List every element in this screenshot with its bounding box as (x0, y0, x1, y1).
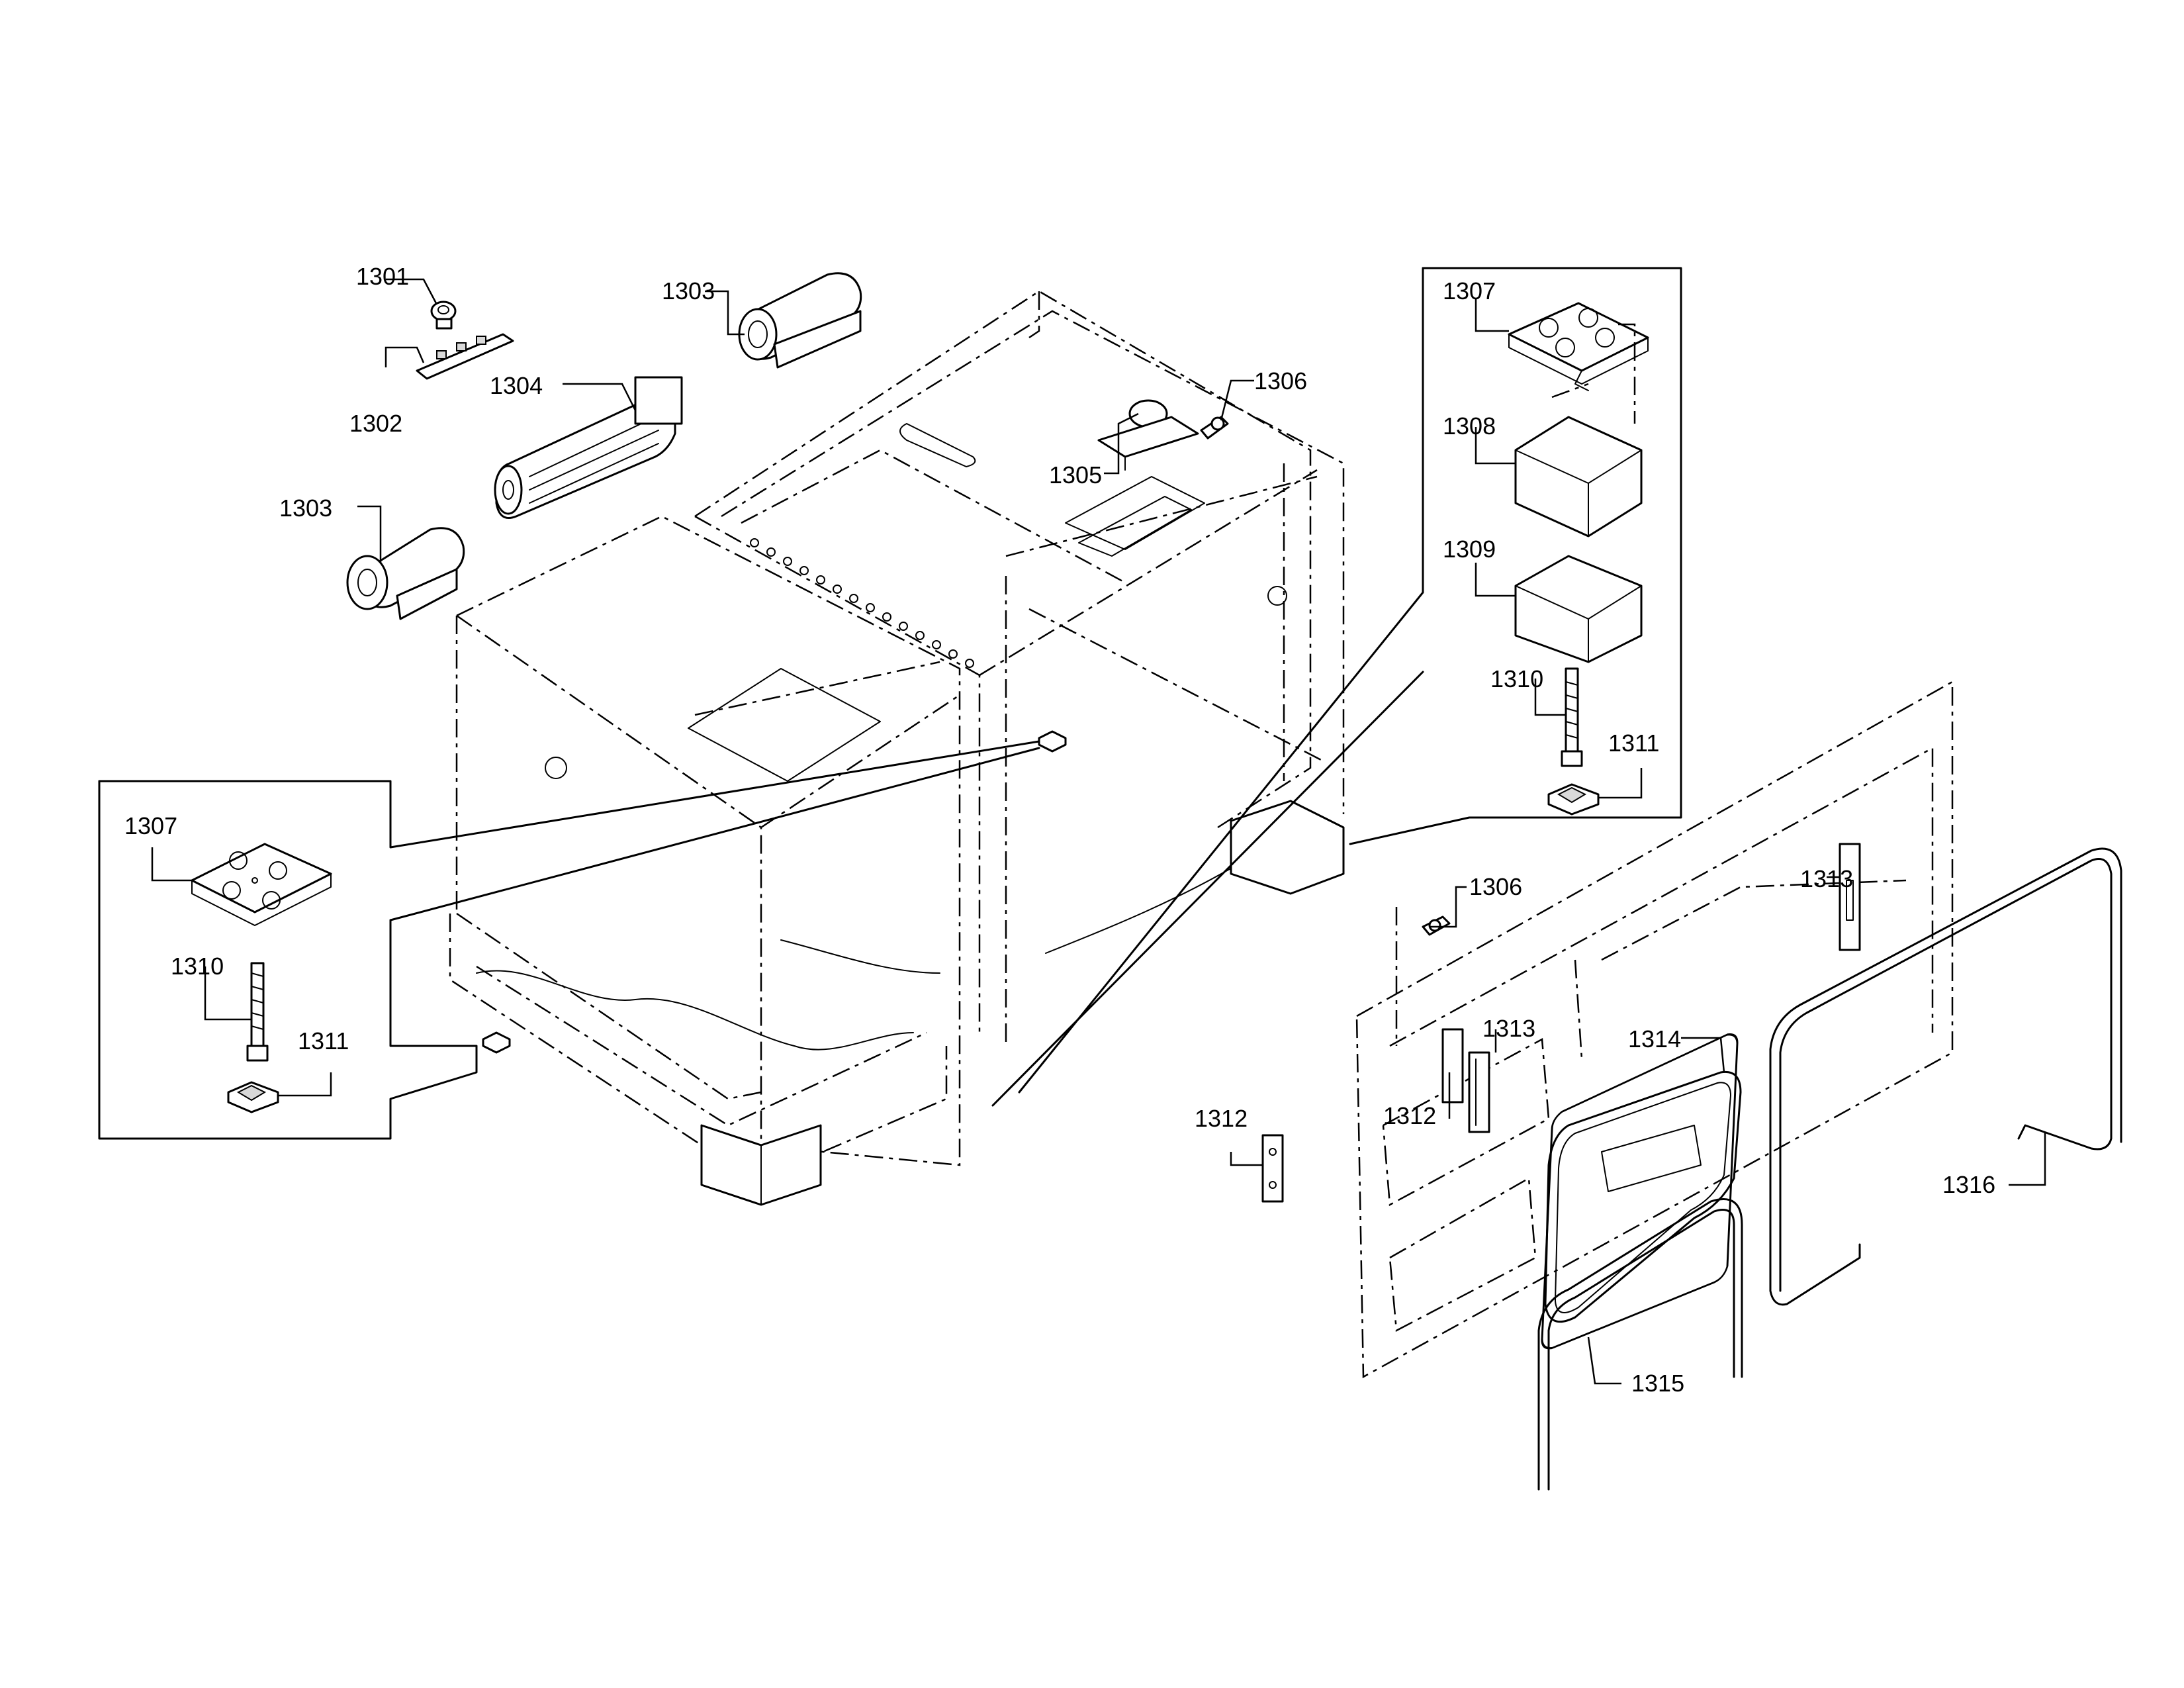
label-1304: 1304 (490, 372, 543, 399)
label-1309: 1309 (1443, 536, 1496, 563)
label-1302: 1302 (349, 410, 402, 437)
part-1306-top-drawing (1200, 416, 1229, 440)
door-panel (1355, 680, 1954, 1379)
label-1303-top: 1303 (662, 277, 715, 305)
vent-holes (750, 538, 974, 668)
label-1316: 1316 (1942, 1171, 1995, 1198)
label-1315: 1315 (1631, 1370, 1684, 1397)
label-1311-left: 1311 (298, 1027, 349, 1055)
label-1312-panel: 1312 (1383, 1102, 1436, 1129)
label-1313-panel: 1313 (1482, 1015, 1535, 1042)
label-1307-left: 1307 (124, 812, 177, 839)
label-1306-top: 1306 (1254, 367, 1307, 395)
part-1303-top-drawing (738, 272, 862, 369)
label-1303-left: 1303 (279, 494, 332, 522)
part-1312-loose-drawing (1261, 1134, 1284, 1203)
part-1316-frame-drawing (1769, 847, 2122, 1306)
oven-housing (449, 290, 1345, 1206)
label-1308: 1308 (1443, 412, 1496, 440)
label-1310-right: 1310 (1490, 665, 1543, 692)
part-labels: 1301 1302 1303 1303 1304 1305 1306 1306 … (124, 263, 1995, 1397)
label-1314: 1314 (1628, 1025, 1681, 1053)
label-1301: 1301 (356, 263, 409, 290)
label-1312-loose: 1312 (1195, 1105, 1248, 1132)
leader-lines (151, 278, 2046, 1385)
part-1315-rack-drawing (1537, 1198, 1743, 1491)
leveler-foot-front (482, 1031, 511, 1054)
part-1304-drawing (494, 376, 683, 519)
part-1314-gasket-drawing (1541, 1033, 1739, 1350)
foot-block-front (700, 1124, 822, 1206)
part-1302-drawing (416, 333, 514, 380)
leveler-foot-rear (1038, 730, 1067, 753)
label-1305: 1305 (1049, 461, 1102, 489)
label-1311-right: 1311 (1608, 729, 1659, 757)
leveler-detail-inset-left (98, 740, 1040, 1140)
leveler-detail-inset-right (991, 267, 1682, 1107)
label-1307-right: 1307 (1443, 277, 1496, 305)
label-1310-left: 1310 (171, 953, 224, 980)
foot-block-rear (1230, 800, 1345, 895)
part-1303-left-drawing (346, 527, 465, 620)
part-1305-drawing (1097, 399, 1199, 471)
part-1301-drawing (430, 301, 457, 330)
label-1306-lower: 1306 (1469, 873, 1522, 900)
gasket-shape (1544, 1070, 1742, 1323)
label-1313-upper: 1313 (1800, 865, 1853, 892)
